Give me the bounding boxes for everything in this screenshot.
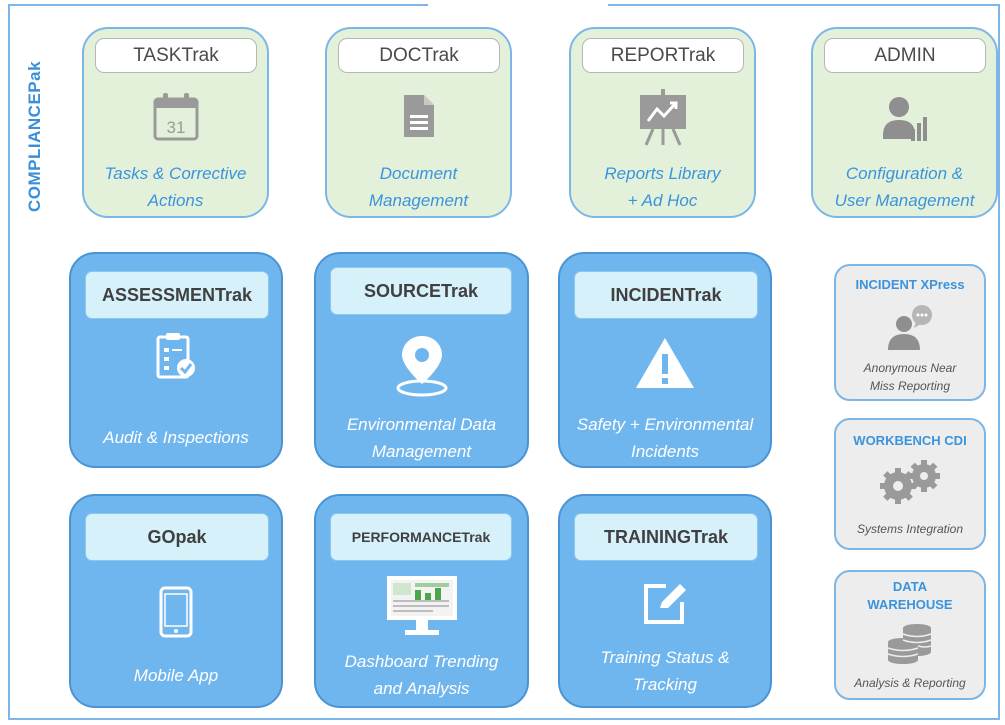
module-caption-line2: + Ad Hoc: [627, 191, 698, 210]
gears-icon: [880, 460, 940, 504]
compliancepak-label: COMPLIANCEPak: [25, 60, 44, 212]
module-caption-line1: Anonymous Near: [863, 361, 957, 375]
module-title: INCIDENT XPress: [855, 277, 965, 292]
module-title: TASKTrak: [95, 38, 257, 73]
module-title: INCIDENTrak: [574, 271, 758, 319]
module-caption-line1: Safety + Environmental: [576, 415, 754, 434]
database-icon: [887, 624, 932, 664]
module-title: GOpak: [85, 513, 269, 561]
user-chat-icon: [888, 305, 932, 350]
monitor-dashboard-icon: [386, 576, 457, 635]
module-incidentrak[interactable]: INCIDENTrak Safety + Environmental Incid…: [558, 252, 772, 468]
module-caption-line1: Tasks & Corrective: [104, 164, 247, 183]
document-icon: [403, 95, 434, 137]
module-title: PERFORMANCETrak: [330, 513, 512, 561]
module-caption-line1: Dashboard Trending: [344, 652, 499, 671]
module-caption-line2: Management: [368, 191, 469, 210]
module-assessmentrak[interactable]: ASSESSMENTrak Audit & Inspections: [69, 252, 283, 468]
calendar-icon: 31: [153, 93, 198, 141]
module-caption-line1: Systems Integration: [856, 522, 964, 536]
module-caption-line2: Management: [371, 442, 472, 461]
module-title: ASSESSMENTrak: [85, 271, 269, 319]
module-title: DOCTrak: [338, 38, 500, 73]
module-title: REPORTrak: [582, 38, 744, 73]
module-reportrak[interactable]: REPORTrak Reports Library + Ad Hoc: [569, 27, 756, 218]
module-tasktrak[interactable]: TASKTrak 31 Tasks & Corrective Actions: [82, 27, 269, 218]
module-caption-line1: Environmental Data: [346, 415, 497, 434]
module-caption-line2: Miss Reporting: [869, 379, 951, 393]
module-caption-line1: Training Status &: [600, 648, 730, 667]
calendar-day: 31: [166, 118, 185, 137]
module-title-line1: DATA: [892, 579, 928, 594]
module-caption-line1: Configuration &: [845, 164, 964, 183]
edit-icon: [644, 584, 686, 624]
compliancepak-frame: [8, 4, 1000, 720]
module-caption-line2: Actions: [147, 191, 204, 210]
module-trainingtrak[interactable]: TRAININGTrak Training Status & Tracking: [558, 494, 772, 708]
module-incident-xpress[interactable]: INCIDENT XPress Anonymous Near Miss Repo…: [834, 264, 986, 401]
module-title-line2: WAREHOUSE: [867, 597, 953, 612]
module-performancetrak[interactable]: PERFORMANCETrak Dashboard Trending and A…: [314, 494, 529, 708]
module-caption-line2: User Management: [834, 191, 975, 210]
module-gopak[interactable]: GOpak Mobile App: [69, 494, 283, 708]
warning-icon: [636, 338, 694, 388]
module-title: ADMIN: [824, 38, 986, 73]
module-caption-line2: Incidents: [630, 442, 700, 461]
map-pin-icon: [396, 336, 447, 397]
module-caption-line1: Audit & Inspections: [103, 428, 249, 447]
module-admin[interactable]: ADMIN Configuration & User Management: [811, 27, 998, 218]
user-chart-icon: [882, 97, 927, 141]
module-caption-line1: Document: [379, 164, 458, 183]
module-sourcetrak[interactable]: SOURCETrak Environmental Data Management: [314, 252, 529, 468]
module-caption-line1: Mobile App: [133, 666, 219, 685]
module-data-warehouse[interactable]: DATA WAREHOUSE Analysis & Reporting: [834, 570, 986, 700]
module-caption-line2: and Analysis: [373, 679, 470, 698]
module-title: WORKBENCH CDI: [853, 433, 967, 448]
clipboard-check-icon: [156, 333, 195, 379]
module-title: TRAININGTrak: [574, 513, 758, 561]
module-title: SOURCETrak: [330, 267, 512, 315]
presentation-board-icon: [639, 89, 686, 146]
smartphone-icon: [159, 586, 193, 638]
module-doctrak[interactable]: DOCTrak Document Management: [325, 27, 512, 218]
module-caption-line2: Tracking: [633, 675, 697, 694]
module-workbench-cdi[interactable]: WORKBENCH CDI Systems Integration: [834, 418, 986, 550]
module-caption-line1: Reports Library: [604, 164, 721, 183]
module-caption-line1: Analysis & Reporting: [854, 676, 966, 690]
